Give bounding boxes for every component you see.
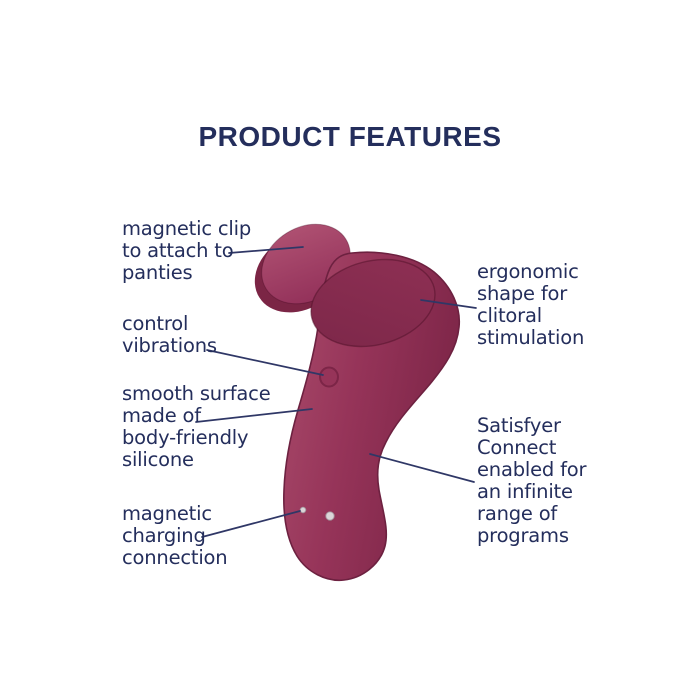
label-magnetic-charging: magnetic charging connection <box>122 502 228 569</box>
label-magnetic-clip: magnetic clip to attach to panties <box>122 217 251 284</box>
label-satisfyer-connect: Satisfyer Connect enabled for an infinit… <box>477 414 587 547</box>
label-control-vibrations: control vibrations <box>122 312 217 357</box>
callout-line-magnetic-clip <box>228 246 304 254</box>
label-smooth-surface: smooth surface made of body-friendly sil… <box>122 382 271 471</box>
callout-line-magnetic-charging <box>201 510 301 538</box>
callout-line-smooth-surface <box>195 408 313 423</box>
callout-lines <box>195 246 477 538</box>
charging-contact-dot <box>299 506 307 514</box>
callout-line-satisfyer-connect <box>369 453 475 483</box>
ergonomic-depression-illustration <box>310 258 436 348</box>
control-button-illustration <box>319 366 339 388</box>
callout-line-control-vibrations <box>206 349 324 376</box>
charging-contacts-illustration <box>299 506 335 521</box>
page-title: PRODUCT FEATURES <box>198 121 502 152</box>
charging-contact-dot <box>325 511 335 521</box>
label-ergonomic-shape: ergonomic shape for clitoral stimulation <box>477 260 585 349</box>
callout-line-ergonomic-shape <box>420 299 477 309</box>
